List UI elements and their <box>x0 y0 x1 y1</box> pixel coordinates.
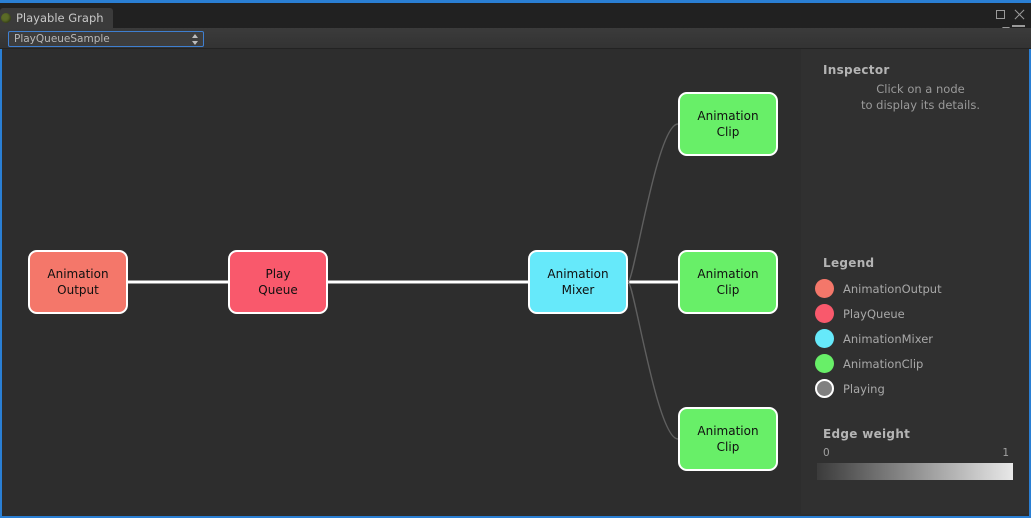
legend-item-label: AnimationClip <box>843 356 924 371</box>
legend-item-animationmixer: AnimationMixer <box>815 329 933 348</box>
node-label-line2: Mixer <box>561 283 595 297</box>
legend-item-animationclip: AnimationClip <box>815 354 923 373</box>
toolbar: PlayQueueSample <box>0 28 1031 49</box>
edge-weight-min: 0 <box>823 447 830 459</box>
node-label-line1: Animation <box>47 266 109 281</box>
node-label-line1: Animation <box>697 108 759 123</box>
sidebar-panel: Inspector Click on a node to display its… <box>801 49 1029 514</box>
legend-item-label: AnimationOutput <box>843 281 942 296</box>
inspector-hint: Click on a node to display its details. <box>823 81 1018 113</box>
maximize-icon[interactable] <box>996 10 1005 19</box>
tab-bar: Playable Graph <box>0 3 1031 34</box>
node-label-line1: Animation <box>697 266 759 281</box>
node-label-line1: Play <box>265 266 291 281</box>
edge-weight-gradient <box>817 463 1013 480</box>
legend-swatch-icon <box>815 329 834 348</box>
node-label-line2: Clip <box>716 440 740 454</box>
edge-weight-max: 1 <box>1002 447 1009 459</box>
window-accent-bar <box>0 0 1031 3</box>
node-label-line2: Queue <box>258 283 298 297</box>
node-label-line2: Output <box>57 283 99 297</box>
legend-swatch-icon <box>815 304 834 323</box>
tab-playable-graph[interactable]: Playable Graph <box>0 8 113 28</box>
node-label-line2: Clip <box>716 125 740 139</box>
inspector-title: Inspector <box>823 63 890 77</box>
legend-item-animationoutput: AnimationOutput <box>815 279 942 298</box>
legend-swatch-icon <box>815 379 834 398</box>
updown-arrows-icon <box>191 34 198 45</box>
edge-weight-title: Edge weight <box>823 427 911 441</box>
graph-edge-animation-mixer-to-animation-clip-top <box>627 123 679 283</box>
graph-edges <box>128 123 679 440</box>
inspector-hint-line1: Click on a node <box>876 82 965 96</box>
legend-item-label: PlayQueue <box>843 306 905 321</box>
node-label-line1: Animation <box>547 266 609 281</box>
node-label-line1: Animation <box>697 423 759 438</box>
window-buttons <box>996 9 1025 20</box>
graph-edge-animation-mixer-to-animation-clip-bottom <box>627 281 679 440</box>
legend-item-label: AnimationMixer <box>843 331 934 346</box>
legend-title: Legend <box>823 256 875 270</box>
graph-dot-icon <box>1 13 11 23</box>
graph-selector-dropdown[interactable]: PlayQueueSample <box>8 31 204 47</box>
legend-item-label: Playing <box>843 381 885 396</box>
legend-item-playqueue: PlayQueue <box>815 304 905 323</box>
legend-item-playing: Playing <box>815 379 885 398</box>
graph-selector-value: PlayQueueSample <box>14 33 110 45</box>
edge-weight-scale: 0 1 <box>823 447 1009 459</box>
legend-swatch-icon <box>815 279 834 298</box>
tab-label: Playable Graph <box>16 11 104 25</box>
close-icon[interactable] <box>1014 9 1025 20</box>
inspector-hint-line2: to display its details. <box>860 98 980 112</box>
legend-swatch-icon <box>815 354 834 373</box>
node-label-line2: Clip <box>716 283 740 297</box>
